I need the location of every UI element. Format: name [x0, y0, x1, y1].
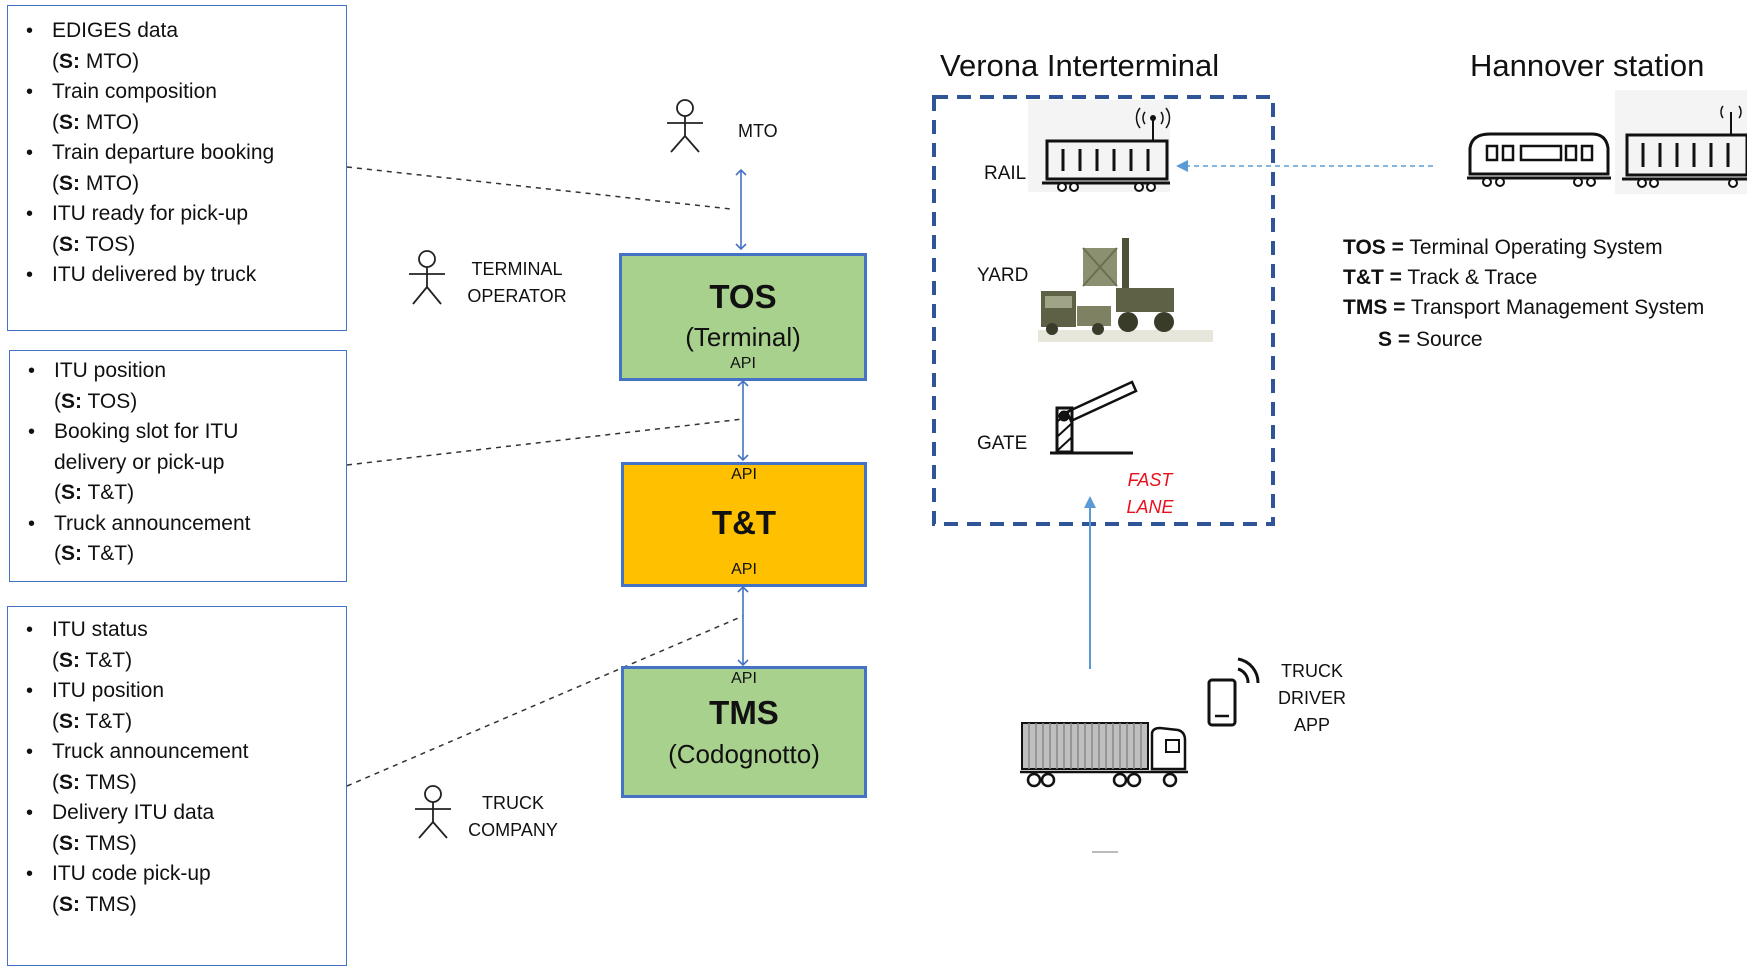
legend-row-tms: TMS = Transport Management System	[1343, 296, 1705, 319]
legend-row-tos: TOS = Terminal Operating System	[1343, 236, 1663, 259]
hannover-wagon-icon	[1615, 90, 1747, 194]
rail-label: RAIL	[984, 163, 1027, 184]
tt-system-box: API T&T API	[621, 462, 867, 587]
fast-lane-label: FAST LANE	[1126, 470, 1174, 517]
info-box-mto-tos: EDIGES data(S: MTO) Train composition(S:…	[7, 5, 347, 331]
info-item-itu-position: ITU position(S: T&T)	[8, 676, 346, 737]
locomotive-icon	[1467, 132, 1611, 187]
info-item-train-departure: Train departure booking(S: MTO)	[8, 138, 346, 199]
info-box-tt-tms: ITU status(S: T&T) ITU position(S: T&T) …	[7, 606, 347, 966]
tt-api-bottom: API	[731, 561, 757, 578]
gate-barrier-icon	[1050, 380, 1138, 455]
tms-api-top: API	[731, 670, 757, 687]
info-box-tos-tt: ITU position(S: TOS) Booking slot for IT…	[9, 350, 347, 582]
info-item-truck-announcement: Truck announcement(S: TMS)	[8, 737, 346, 798]
mto-label: MTO	[738, 121, 778, 141]
connector-box3	[346, 615, 744, 787]
info-item-train-composition: Train composition(S: MTO)	[8, 77, 346, 138]
phone-app-icon	[1207, 657, 1260, 727]
terminal-operator-actor-icon	[409, 250, 445, 305]
tt-api-top: API	[731, 466, 757, 483]
info-item-itu-ready: ITU ready for pick-up(S: TOS)	[8, 199, 346, 260]
info-item-itu-delivered: ITU delivered by truck	[8, 260, 346, 291]
truck-icon	[1020, 722, 1188, 788]
yard-label: YARD	[977, 265, 1029, 286]
connector-box1	[346, 166, 732, 210]
info-item-truck-announcement: Truck announcement(S: T&T)	[10, 509, 346, 570]
gate-label: GATE	[977, 433, 1028, 454]
tos-title: TOS	[709, 278, 777, 315]
truck-driver-app-label: TRUCK DRIVER APP	[1277, 661, 1346, 735]
verona-heading: Verona Interterminal	[940, 48, 1220, 83]
tt-title: T&T	[711, 504, 777, 541]
truck-company-actor-icon	[415, 785, 451, 839]
hannover-heading: Hannover station	[1470, 48, 1705, 83]
info-item-delivery-itu: Delivery ITU data(S: TMS)	[8, 798, 346, 859]
yard-crane-truck-icon	[1038, 238, 1213, 342]
tms-subtitle: (Codognotto)	[668, 739, 820, 769]
rail-wagon-icon	[1028, 100, 1171, 192]
tos-subtitle: (Terminal)	[685, 322, 801, 352]
info-item-itu-code: ITU code pick-up(S: TMS)	[8, 859, 346, 920]
legend-row-tt: T&T = Track & Trace	[1343, 266, 1538, 289]
info-item-itu-status: ITU status(S: T&T)	[8, 615, 346, 676]
tms-system-box: API TMS (Codognotto)	[621, 666, 867, 798]
tos-api-bottom: API	[730, 355, 756, 372]
truck-company-label: TRUCK COMPANY	[468, 793, 558, 840]
tms-title: TMS	[709, 694, 779, 731]
terminal-operator-label: TERMINAL OPERATOR	[467, 259, 567, 306]
tos-system-box: TOS (Terminal) API	[619, 253, 867, 381]
legend-row-source: S = Source	[1378, 328, 1483, 351]
info-item-ediges: EDIGES data(S: MTO)	[8, 16, 346, 77]
info-item-itu-position: ITU position(S: TOS)	[10, 356, 346, 417]
verona-terminal-frame	[932, 95, 1275, 526]
connector-box2	[346, 418, 744, 466]
mto-actor-icon	[667, 99, 703, 153]
